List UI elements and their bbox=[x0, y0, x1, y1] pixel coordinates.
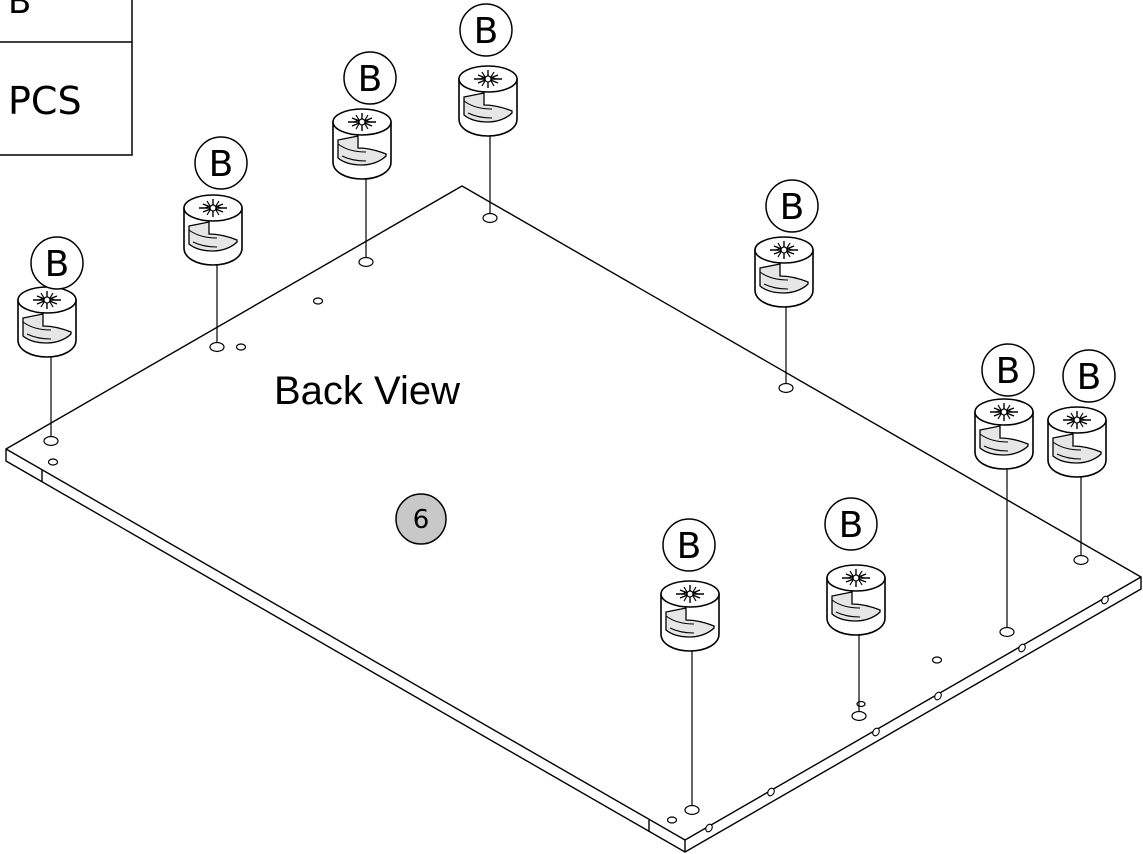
callout-circle bbox=[194, 136, 248, 190]
callout-circle bbox=[662, 518, 716, 572]
edge-holes bbox=[705, 595, 1109, 833]
callout-label: B bbox=[45, 244, 70, 285]
callout-circle bbox=[981, 343, 1035, 397]
callout-label: B bbox=[780, 187, 805, 228]
cam-lock-icon bbox=[183, 194, 243, 266]
cam-hole bbox=[358, 256, 374, 268]
small-hole bbox=[931, 656, 943, 664]
small-hole bbox=[856, 700, 866, 708]
cam-fitting: B bbox=[183, 136, 248, 343]
cam-lock-icon bbox=[458, 65, 518, 137]
cam-hole bbox=[1073, 554, 1089, 566]
callout-circle bbox=[30, 236, 84, 290]
callout-circle bbox=[343, 51, 397, 105]
callout-label: B bbox=[474, 11, 499, 52]
cam-hole bbox=[851, 710, 867, 722]
callout-label: B bbox=[839, 505, 864, 546]
cam-lock-icon bbox=[660, 580, 720, 652]
callout-circle bbox=[765, 179, 819, 233]
cam-fitting: B bbox=[824, 497, 886, 712]
cam-fitting: B bbox=[1047, 349, 1116, 556]
cam-fitting: B bbox=[332, 51, 397, 258]
cam-fitting: B bbox=[974, 343, 1035, 628]
small-hole bbox=[47, 458, 59, 466]
small-hole bbox=[666, 816, 678, 824]
cam-fitting: B bbox=[754, 179, 819, 384]
panel-number: 6 bbox=[413, 505, 430, 535]
callout-circle bbox=[459, 3, 513, 57]
callout-label: B bbox=[996, 351, 1021, 392]
callout-label: B bbox=[1077, 357, 1102, 398]
callout-label: B bbox=[677, 526, 702, 567]
panel-number-badge: 6 bbox=[395, 493, 447, 545]
parts-table-letter: B bbox=[8, 0, 31, 22]
cam-fittings: B B B B B B B B B bbox=[17, 3, 1116, 806]
cam-lock-icon bbox=[754, 236, 814, 308]
cam-hole bbox=[209, 341, 225, 353]
cam-lock-icon bbox=[332, 108, 392, 180]
cam-lock-icon bbox=[1047, 406, 1107, 478]
cam-lock-icon bbox=[974, 398, 1034, 470]
parts-table: B PCS bbox=[0, 0, 133, 156]
view-label: Back View bbox=[274, 369, 460, 413]
cam-hole bbox=[778, 382, 794, 394]
cam-fitting: B bbox=[17, 236, 84, 437]
callout-label: B bbox=[358, 59, 383, 100]
cam-hole bbox=[999, 626, 1015, 638]
callout-circle bbox=[1062, 349, 1116, 403]
panel-board bbox=[5, 185, 1142, 853]
small-hole bbox=[235, 343, 247, 351]
cam-hole bbox=[43, 435, 59, 447]
callout-circle bbox=[824, 497, 878, 551]
cam-fitting: B bbox=[458, 3, 518, 214]
cam-fitting: B bbox=[660, 518, 720, 806]
parts-table-unit: PCS bbox=[8, 79, 82, 123]
cam-lock-icon bbox=[17, 286, 77, 358]
cam-lock-icon bbox=[826, 564, 886, 636]
cam-hole bbox=[482, 212, 498, 224]
small-hole bbox=[312, 297, 324, 305]
callout-label: B bbox=[209, 144, 234, 185]
cam-hole bbox=[684, 804, 700, 816]
